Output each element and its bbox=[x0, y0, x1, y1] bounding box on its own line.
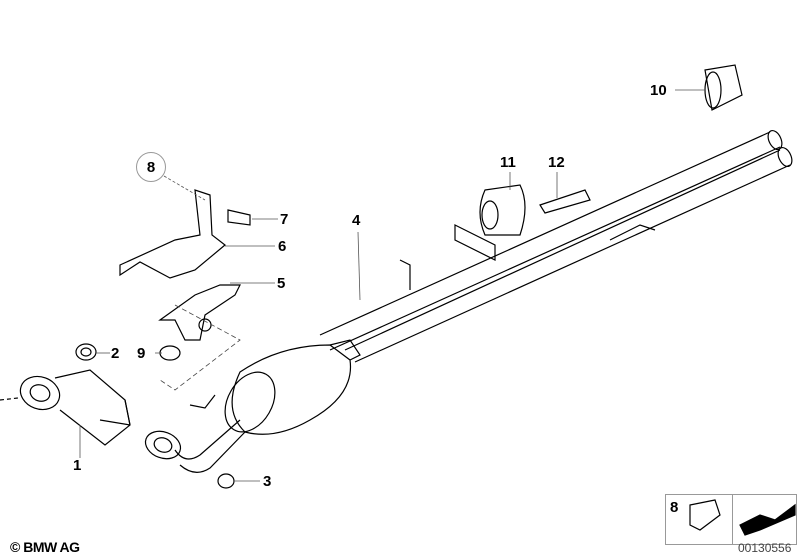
front-pipe bbox=[144, 394, 246, 473]
callout-9[interactable]: 9 bbox=[137, 345, 146, 362]
callout-8[interactable]: 8 bbox=[136, 152, 166, 182]
callout-7[interactable]: 7 bbox=[280, 211, 289, 228]
rear-pipes bbox=[319, 129, 793, 363]
legend-number: 8 bbox=[670, 499, 679, 516]
copyright: © BMW AG bbox=[10, 539, 80, 555]
legend-icons bbox=[689, 499, 796, 536]
callout-4[interactable]: 4 bbox=[352, 212, 361, 229]
legend-divider bbox=[732, 495, 733, 544]
callout-11[interactable]: 11 bbox=[500, 154, 516, 171]
legend-box: 8 bbox=[665, 494, 797, 545]
callout-3[interactable]: 3 bbox=[263, 473, 272, 490]
front-catalyst bbox=[0, 369, 131, 446]
document-number: 00130556 bbox=[738, 541, 792, 555]
callout-10[interactable]: 10 bbox=[650, 82, 667, 99]
callout-2[interactable]: 2 bbox=[111, 345, 120, 362]
leader-lines bbox=[79, 89, 705, 482]
brackets bbox=[119, 189, 241, 391]
callout-5[interactable]: 5 bbox=[277, 275, 286, 292]
callout-1[interactable]: 1 bbox=[73, 457, 82, 474]
callout-6[interactable]: 6 bbox=[278, 238, 287, 255]
catalytic-converter bbox=[224, 339, 361, 435]
callout-12[interactable]: 12 bbox=[548, 154, 565, 171]
